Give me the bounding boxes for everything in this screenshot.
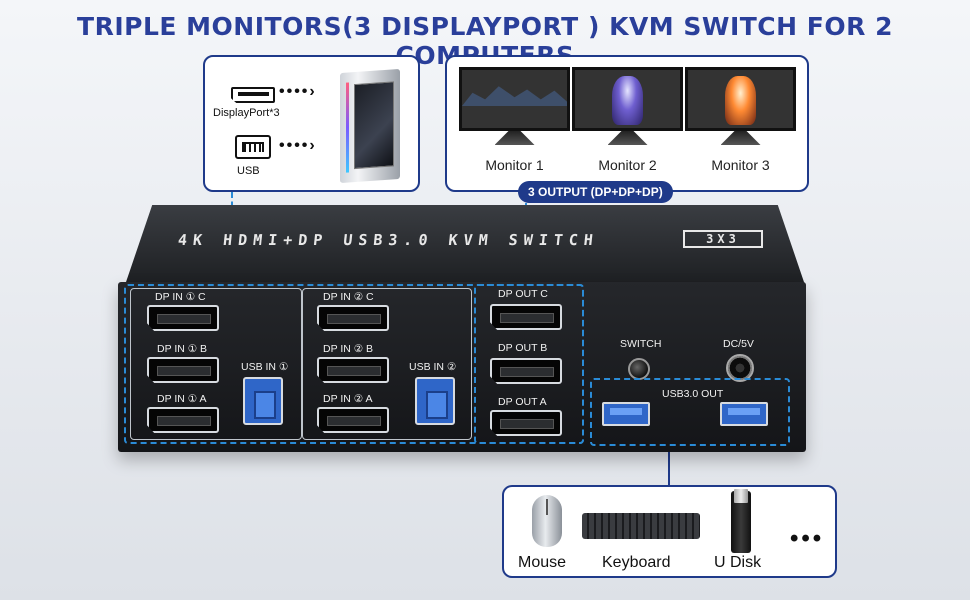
monitor-2 [572, 67, 683, 145]
monitor-1 [459, 67, 570, 145]
keyboard-icon [582, 513, 700, 539]
computer-callout: DisplayPort*3 ••••› USB ••••› [203, 55, 420, 192]
monitor-3 [685, 67, 796, 145]
dp-in-1-a-port[interactable] [147, 407, 219, 433]
switch-label: SWITCH [620, 338, 662, 350]
usb-out-panel: USB3.0 OUT [590, 378, 790, 446]
usb-out-port-2[interactable] [720, 402, 768, 426]
monitor-3-label: Monitor 3 [711, 157, 770, 173]
usb-port-icon [235, 135, 271, 159]
dp-in-2-c-label: DP IN ② C [323, 291, 374, 303]
kvm-top-badge: 3X3 [683, 230, 763, 248]
dp-out-b-label: DP OUT B [498, 342, 548, 354]
dp-out-a-port[interactable] [490, 410, 562, 436]
output-badge: 3 OUTPUT (DP+DP+DP) [518, 181, 673, 203]
dp-in-2-b-port[interactable] [317, 357, 389, 383]
usb-out-label: USB3.0 OUT [662, 388, 724, 400]
peripherals-callout: Mouse Keyboard U Disk ••• [502, 485, 837, 578]
kvm-top-label: 4K HDMI+DP USB3.0 KVM SWITCH [177, 231, 600, 249]
kvm-top [125, 205, 805, 285]
usb-in-2-port[interactable] [415, 377, 455, 425]
more-icon: ••• [790, 525, 825, 552]
peripheral-connector-line [668, 450, 670, 485]
dp-out-c-label: DP OUT C [498, 288, 548, 300]
mouse-icon [532, 495, 562, 547]
dp-in-2-a-port[interactable] [317, 407, 389, 433]
arrow-dots-icon: ••••› [279, 137, 317, 154]
dp-out-b-port[interactable] [490, 358, 562, 384]
dp-in-1-c-label: DP IN ① C [155, 291, 206, 303]
dp-in-1-b-label: DP IN ① B [157, 343, 208, 355]
arrow-dots-icon: ••••› [279, 83, 317, 100]
usb-in-1-port[interactable] [243, 377, 283, 425]
switch-button[interactable] [628, 358, 650, 380]
input-1-panel: DP IN ① C DP IN ① B DP IN ① A USB IN ① [130, 288, 302, 440]
monitor-2-label: Monitor 2 [598, 157, 657, 173]
dp-in-1-c-port[interactable] [147, 305, 219, 331]
monitor-1-label: Monitor 1 [485, 157, 544, 173]
dp-out-a-label: DP OUT A [498, 396, 547, 408]
mouse-label: Mouse [518, 554, 567, 571]
dp-out-c-port[interactable] [490, 304, 562, 330]
dp-in-1-b-port[interactable] [147, 357, 219, 383]
computer-tower-icon [340, 68, 400, 184]
displayport-icon [231, 87, 275, 103]
dp-in-2-b-label: DP IN ② B [323, 343, 374, 355]
power-label: DC/5V [723, 338, 754, 350]
usb-out-port-1[interactable] [602, 402, 650, 426]
input-2-panel: DP IN ② C DP IN ② B DP IN ② A USB IN ② [302, 288, 472, 440]
dp-in-2-c-port[interactable] [317, 305, 389, 331]
dp-in-2-a-label: DP IN ② A [323, 393, 373, 405]
keyboard-label: Keyboard [602, 554, 671, 571]
displayport-label: DisplayPort*3 [213, 107, 280, 119]
monitors-callout: Monitor 1 Monitor 2 Monitor 3 [445, 55, 809, 192]
power-jack[interactable] [726, 354, 754, 382]
usb-in-1-label: USB IN ① [241, 361, 289, 373]
usb-label: USB [237, 165, 260, 177]
dp-in-1-a-label: DP IN ① A [157, 393, 207, 405]
usb-in-2-label: USB IN ② [409, 361, 457, 373]
usb-disk-icon [731, 489, 751, 553]
udisk-label: U Disk [714, 554, 762, 571]
kvm-front-panel: DP IN ① C DP IN ① B DP IN ① A USB IN ① D… [118, 282, 806, 452]
output-panel: DP OUT C DP OUT B DP OUT A [474, 284, 584, 444]
